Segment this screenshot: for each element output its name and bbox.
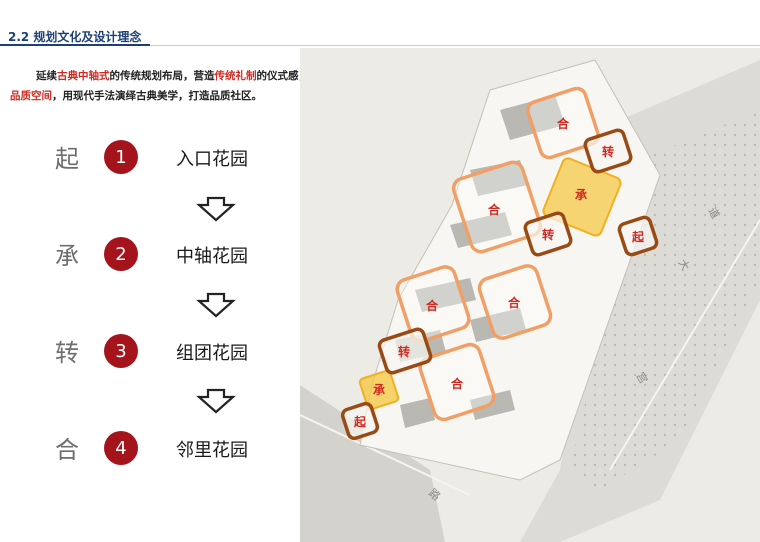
road-south [300,385,445,542]
intro-text: ，用现代手法演绎古典美学，打造品质社区。 [52,90,262,102]
intro-highlight: 品质空间 [10,90,52,102]
stage-row-zhuan: 转 3 组团花园 [0,331,300,371]
zone-label: 转 [542,227,554,242]
he-zone-frame [418,342,496,422]
stage-row-qi: 起 1 入口花园 [0,137,300,177]
intro-line-2: 品质空间，用现代手法演绎古典美学，打造品质社区。 [10,90,262,102]
he-zone-frame [395,265,471,343]
stage-number-badge: 1 [104,140,138,174]
qi-zone-frame [340,401,380,441]
zone-label: 合 [557,116,570,131]
zone-label: 转 [602,144,614,159]
qi-zone-frame [617,215,659,257]
section-title: 2.2 规划文化及设计理念 [8,30,142,44]
zhuan-zone-frame [523,211,573,257]
east-planting [570,110,760,490]
road-line [609,219,760,471]
stage-char: 合 [55,436,79,464]
zone-label: 合 [451,376,464,391]
stage-char: 起 [55,145,79,173]
intro-text: 的传统规划布局，营造 [109,70,215,82]
stage-number-badge: 3 [104,334,138,368]
stage-number-badge: 4 [104,431,138,465]
intro-text: 延续 [36,70,57,82]
zone-label: 承 [575,188,587,202]
stage-label: 邻里花园 [176,440,248,461]
site-plan: 合 转 承 转 合 起 合 合 转 合 承 起 大 道 宫 路 [300,48,760,542]
zone-label: 转 [398,344,410,359]
zone-label: 起 [353,414,367,429]
stage-row-he: 合 4 邻里花园 [0,428,300,468]
down-arrow-icon [196,388,236,414]
he-zone-frame [477,264,553,340]
intro-highlight: 古典中轴式 [57,70,110,82]
cheng-zone-highlight [358,369,400,411]
stage-char: 转 [55,339,79,367]
stage-label: 入口花园 [176,149,248,170]
zone-label: 合 [426,298,439,313]
stage-label: 中轴花园 [176,246,248,267]
he-zone-frame [526,86,600,160]
zone-label: 起 [631,229,645,244]
zone-label: 合 [508,295,521,310]
stage-label: 组团花园 [176,343,248,364]
header-rule [0,44,760,46]
stage-char: 承 [55,242,79,270]
down-arrow-icon [196,292,236,318]
intro-paragraph: 延续古典中轴式的传统规划布局，营造传统礼制的仪式感，追求现代 品质空间，用现代手… [10,66,370,106]
intro-line-1: 延续古典中轴式的传统规划布局，营造传统礼制的仪式感，追求现代 [10,66,370,86]
intro-highlight: 传统礼制 [214,70,257,82]
stage-number-badge: 2 [104,237,138,271]
zhuan-zone-frame [377,327,433,375]
he-zone-frame [451,160,543,254]
zhuan-zone-frame [583,128,633,174]
stage-row-cheng: 承 2 中轴花园 [0,234,300,274]
zone-label: 合 [488,202,501,217]
zone-label: 承 [373,383,385,397]
down-arrow-icon [196,196,236,222]
road-line [300,414,471,496]
